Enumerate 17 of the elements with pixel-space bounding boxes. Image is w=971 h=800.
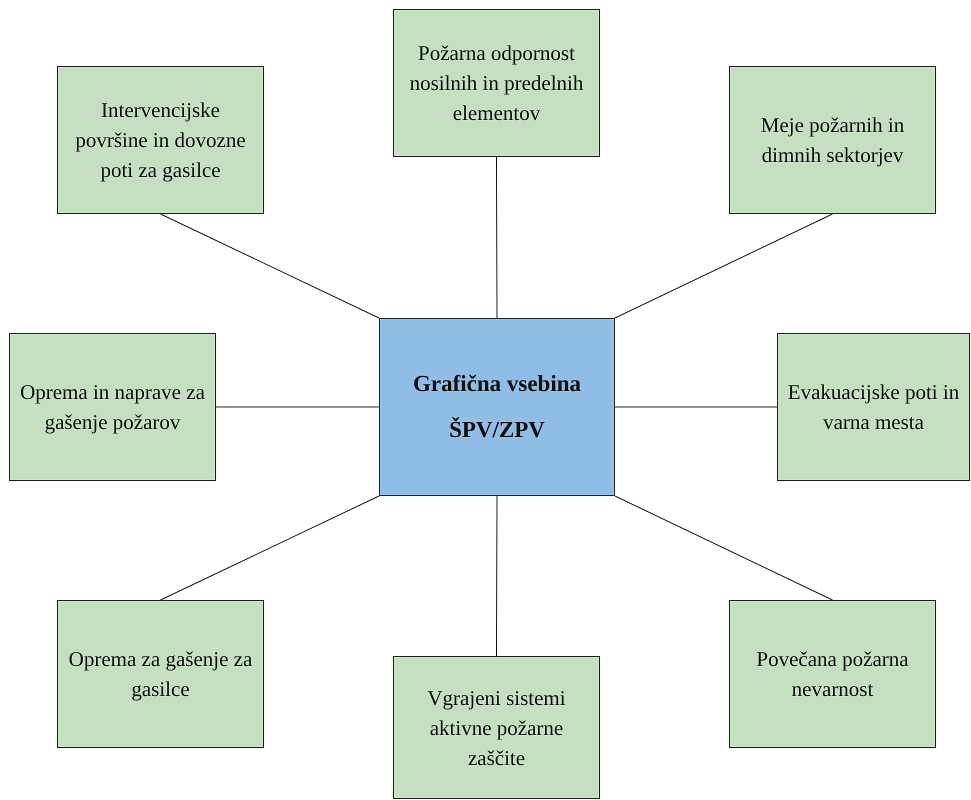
central-box: Grafična vsebina ŠPV/ZPV xyxy=(379,318,615,496)
connector-line xyxy=(614,406,778,408)
connector-line xyxy=(160,214,380,318)
topic-box: Požarna odpornost nosilnih in predelnih elementov xyxy=(393,9,600,157)
connector-line xyxy=(496,496,498,656)
topic-box: Meje požarnih in dimnih sektorjev xyxy=(729,66,936,214)
topic-box: Evakuacijske poti in varna mesta xyxy=(777,333,970,481)
connector-line xyxy=(496,156,498,318)
connector-line xyxy=(160,496,380,600)
topic-box: Oprema za gašenje za gasilce xyxy=(57,600,264,748)
topic-box: Oprema in naprave za gašenje požarov xyxy=(9,333,216,481)
topic-box: Intervencijske površine in dovozne poti za gasilce xyxy=(57,66,264,214)
topic-box: Vgrajeni sistemi aktivne požarne zaščite xyxy=(393,656,600,799)
connector-line xyxy=(614,496,833,600)
connector-line xyxy=(614,214,833,318)
connector-line xyxy=(216,406,380,408)
topic-box: Povečana požarna nevarnost xyxy=(729,600,936,748)
